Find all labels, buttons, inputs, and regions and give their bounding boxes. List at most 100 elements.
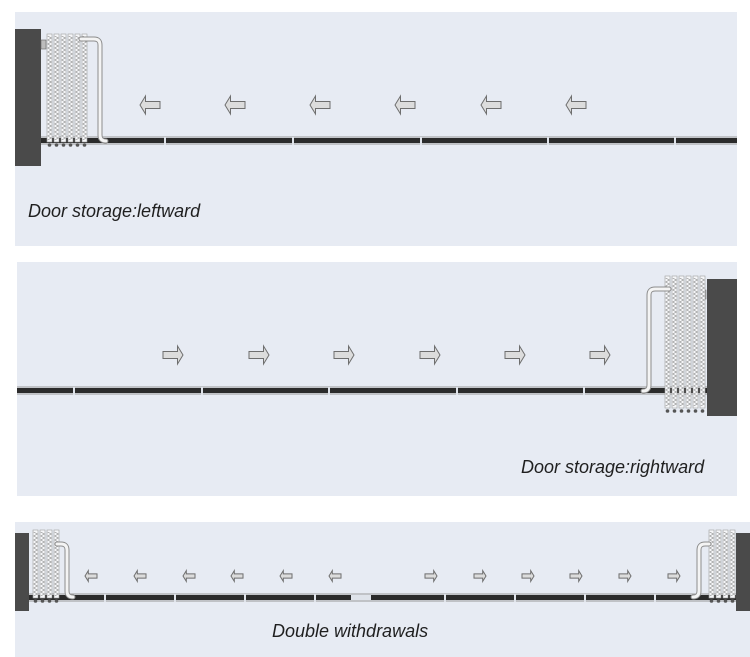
roller-icon [33,599,38,603]
panel-hatching [686,277,692,407]
right-arrow-icon [504,344,526,366]
track-bar [41,138,737,143]
track-joint [674,137,676,145]
panel-hatching [672,277,678,407]
stacked-panel [708,529,715,599]
pipe-outer [690,541,712,600]
panel-hatching [679,277,685,407]
track-joint [444,594,446,602]
roller-icon [672,409,677,413]
left-arrow-icon [309,94,331,116]
caption-rightward: Door storage:rightward [521,457,705,477]
track-joint [292,137,294,145]
roller-icon [75,143,80,147]
pipe-outer [54,541,76,600]
panel-hatching [47,531,53,597]
roller-icon [54,143,59,147]
left-arrow-icon [139,94,161,116]
pipe-inner [691,542,711,599]
right-arrow-icon [569,568,583,584]
stacked-panel [46,33,53,143]
stacked-panel [715,529,722,599]
roller-icon [730,599,735,603]
rightward-diagram [17,275,737,416]
stacked-panel [53,529,60,599]
left-arrow-icon [328,568,342,584]
pipe-inner [641,287,671,393]
right-arrow-icon [473,568,487,584]
wall-bracket [40,39,47,50]
stacked-panel [39,529,46,599]
left-arrow-icon [133,568,147,584]
panel-hatching [730,531,736,597]
stacked-panel [53,33,60,143]
double-withdrawals-diagram [15,529,750,611]
right-arrow-icon [667,568,681,584]
roller-icon [61,143,66,147]
track-gap [351,595,371,600]
panel-double-withdrawals: Double withdrawals [15,522,750,657]
panel-hatching [723,531,729,597]
panel-rightward-storage: Door storage:rightward [17,262,737,496]
stacked-panel [664,275,671,409]
caption-leftward: Door storage:leftward [28,201,201,221]
roller-icon [709,599,714,603]
stacked-panel [685,275,692,409]
right-arrow-icon [521,568,535,584]
roller-icon [686,409,691,413]
left-arrow-icon [84,568,98,584]
stacked-panel [678,275,685,409]
left-arrow-icon [224,94,246,116]
wall-block [736,533,750,611]
stacked-panel [729,529,736,599]
stacked-panel [692,275,699,409]
track-joint [174,594,176,602]
roller-icon [716,599,721,603]
roller-icon [40,599,45,603]
right-arrow-icon [333,344,355,366]
roller-icon [723,599,728,603]
wall-block [15,29,41,166]
roller-icon [700,409,705,413]
right-arrow-icon [248,344,270,366]
pipe-inner [55,542,75,599]
track-bar [29,595,736,600]
roller-icon [679,409,684,413]
left-arrow-icon [480,94,502,116]
panel-hatching [68,35,74,141]
stacked-panel [699,275,706,409]
panel-hatching [700,277,706,407]
right-arrow-icon [419,344,441,366]
track-joint [584,594,586,602]
panel-hatching [54,35,60,141]
roller-icon [665,409,670,413]
stacked-panel [722,529,729,599]
panel-hatching [693,277,699,407]
track-joint [164,137,166,145]
pipe-inner [79,37,108,143]
roller-icon [68,143,73,147]
left-arrow-icon [182,568,196,584]
panel-hatching [709,531,715,597]
left-arrow-icon [565,94,587,116]
panel-hatching [33,531,39,597]
track-joint [314,594,316,602]
stacked-panel [67,33,74,143]
wall-block [15,533,29,611]
panel-hatching [665,277,671,407]
panel-hatching [61,35,67,141]
track-joint [420,137,422,145]
track-joint [244,594,246,602]
stacked-panel [60,33,67,143]
roller-icon [693,409,698,413]
track-joint [73,387,75,395]
track-joint [514,594,516,602]
right-arrow-icon [162,344,184,366]
right-arrow-icon [589,344,611,366]
stacked-panel [32,529,39,599]
track-joint [104,594,106,602]
roller-icon [82,143,87,147]
stacked-panel [46,529,53,599]
panel-hatching [47,35,53,141]
track-joint [654,594,656,602]
